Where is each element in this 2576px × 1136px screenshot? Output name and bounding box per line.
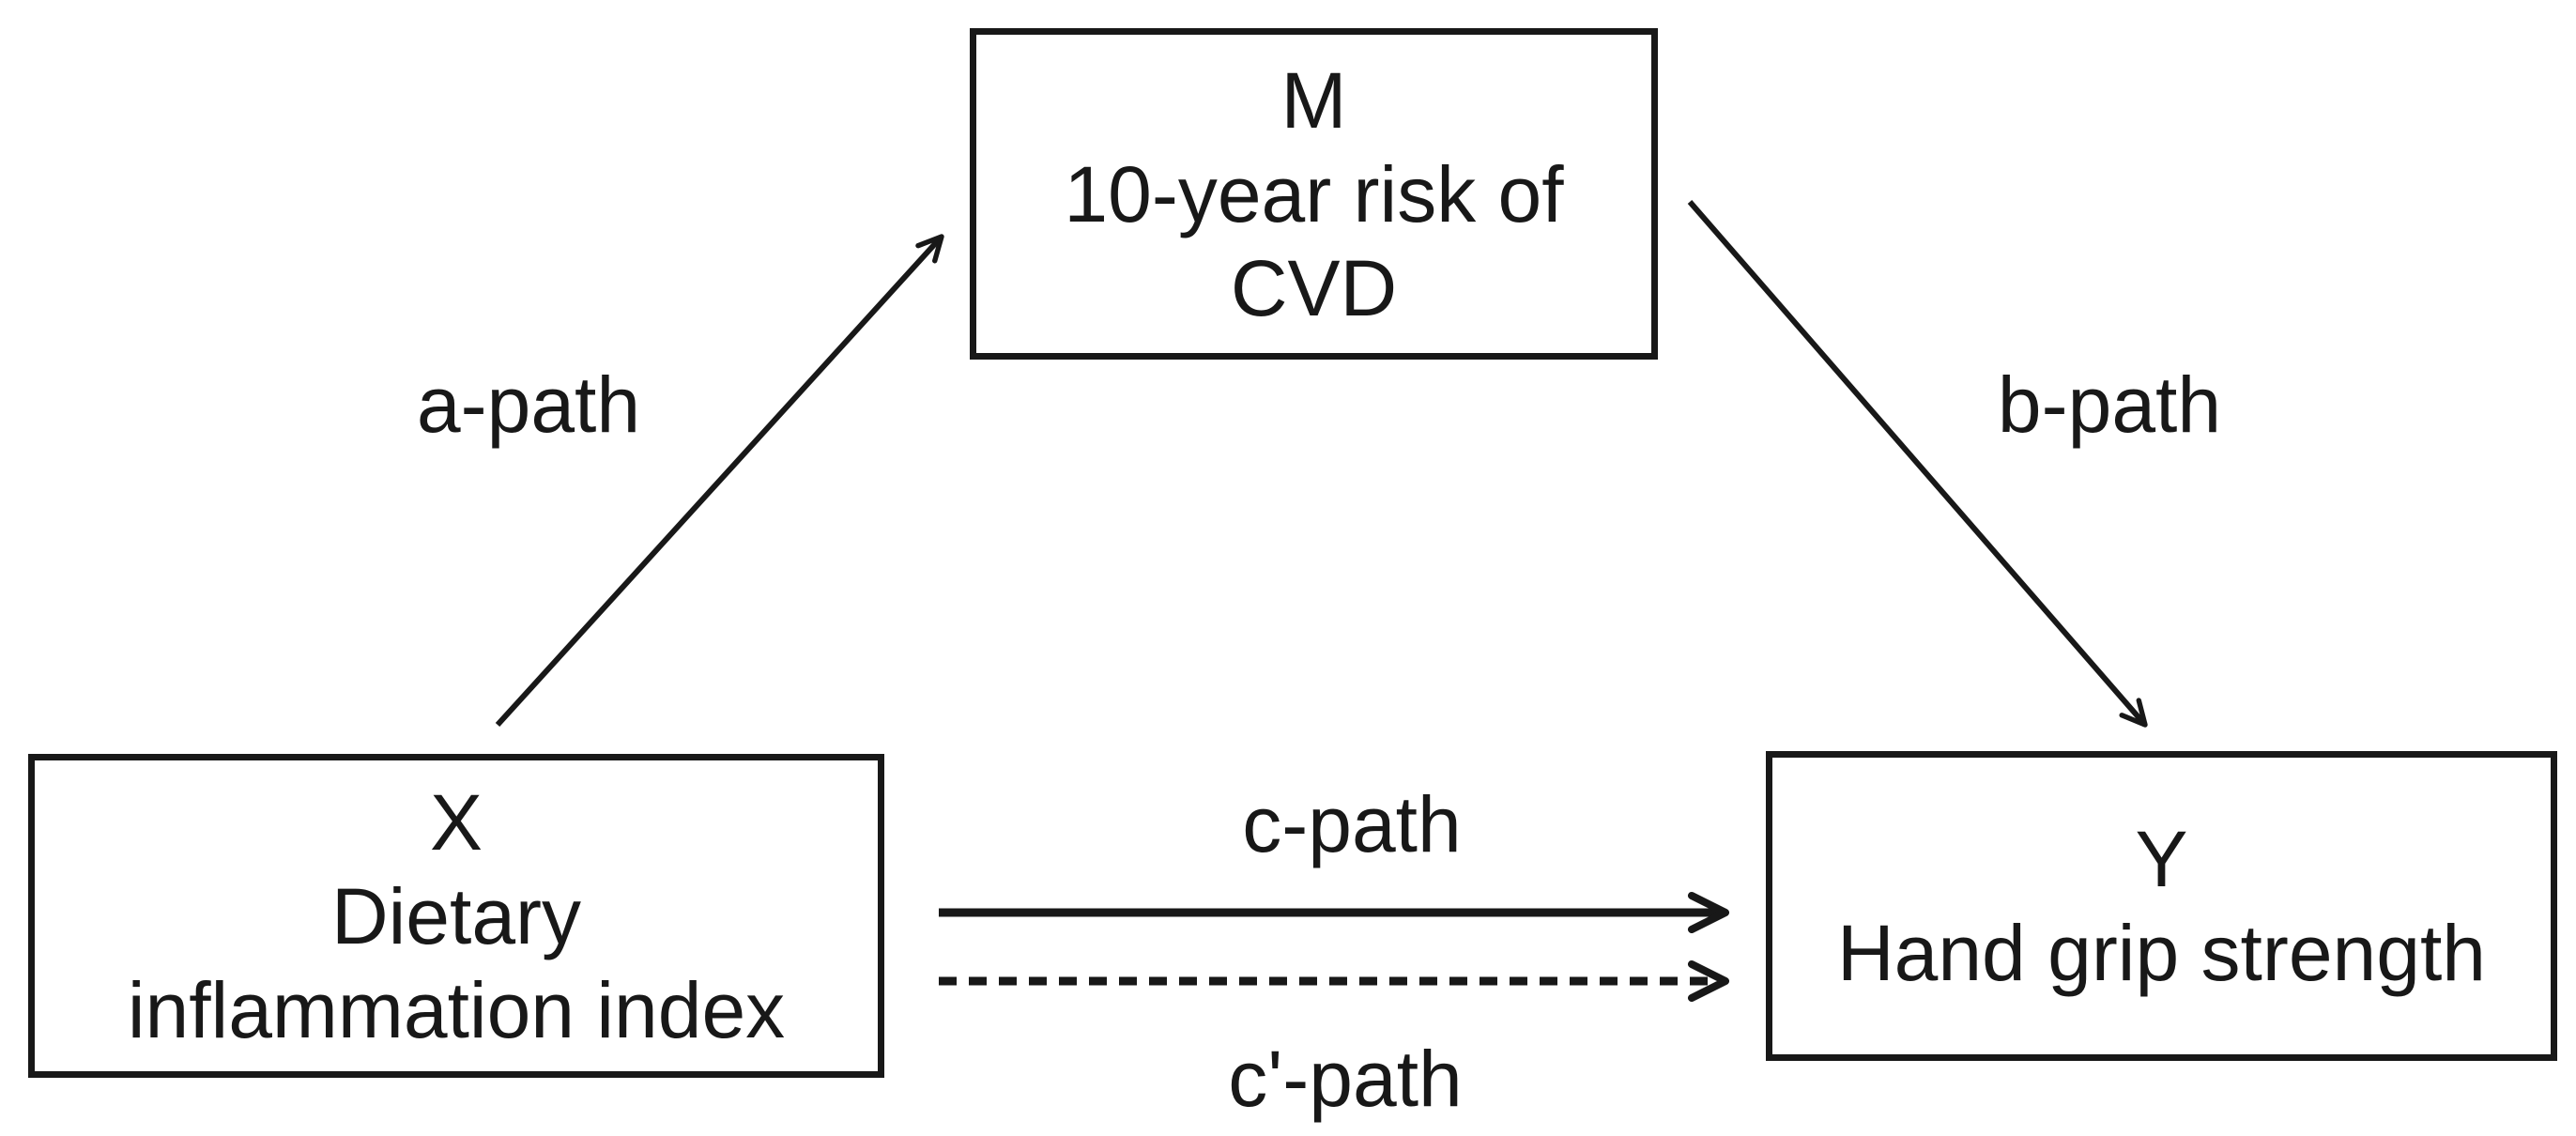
node-y-label-line: Hand grip strength [1836, 909, 2487, 997]
node-m-box: M 10-year risk of CVD [970, 28, 1658, 360]
a-path-arrow [495, 234, 944, 728]
node-x-symbol: X [429, 777, 483, 867]
b-path-label: b-path [1997, 361, 2222, 449]
node-y-symbol: Y [2135, 815, 2188, 903]
node-x-box: X Dietary inflammation index [28, 754, 884, 1078]
c-path-label: c-path [1242, 780, 1462, 868]
node-x-label-line: inflammation index [127, 965, 786, 1054]
c-prime-path-label: c'-path [1228, 1035, 1463, 1123]
a-path-label: a-path [416, 361, 641, 449]
node-x-label-line: Dietary [330, 871, 582, 960]
node-y-box: Y Hand grip strength [1766, 751, 2557, 1061]
node-m-label-line: 10-year risk of [1064, 149, 1564, 238]
node-m-symbol: M [1280, 55, 1347, 145]
node-m-label-line: CVD [1230, 243, 1398, 332]
b-path-arrow [1687, 200, 2148, 728]
